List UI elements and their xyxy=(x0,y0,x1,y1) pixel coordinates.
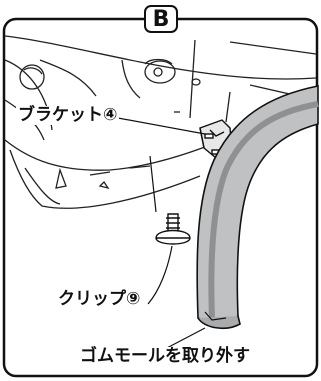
clip-part xyxy=(155,213,191,245)
body-panel xyxy=(4,35,317,209)
bolt-holes xyxy=(19,58,201,113)
bracket-label: ブラケット④ xyxy=(16,105,120,125)
section-tag: B xyxy=(144,5,178,33)
diagram-frame xyxy=(2,17,319,378)
clip-label: クリップ⑨ xyxy=(56,289,143,309)
rubber-molding xyxy=(196,85,319,330)
leader-lines xyxy=(117,117,206,351)
caption-label: ゴムモールを取り外す xyxy=(77,347,253,366)
